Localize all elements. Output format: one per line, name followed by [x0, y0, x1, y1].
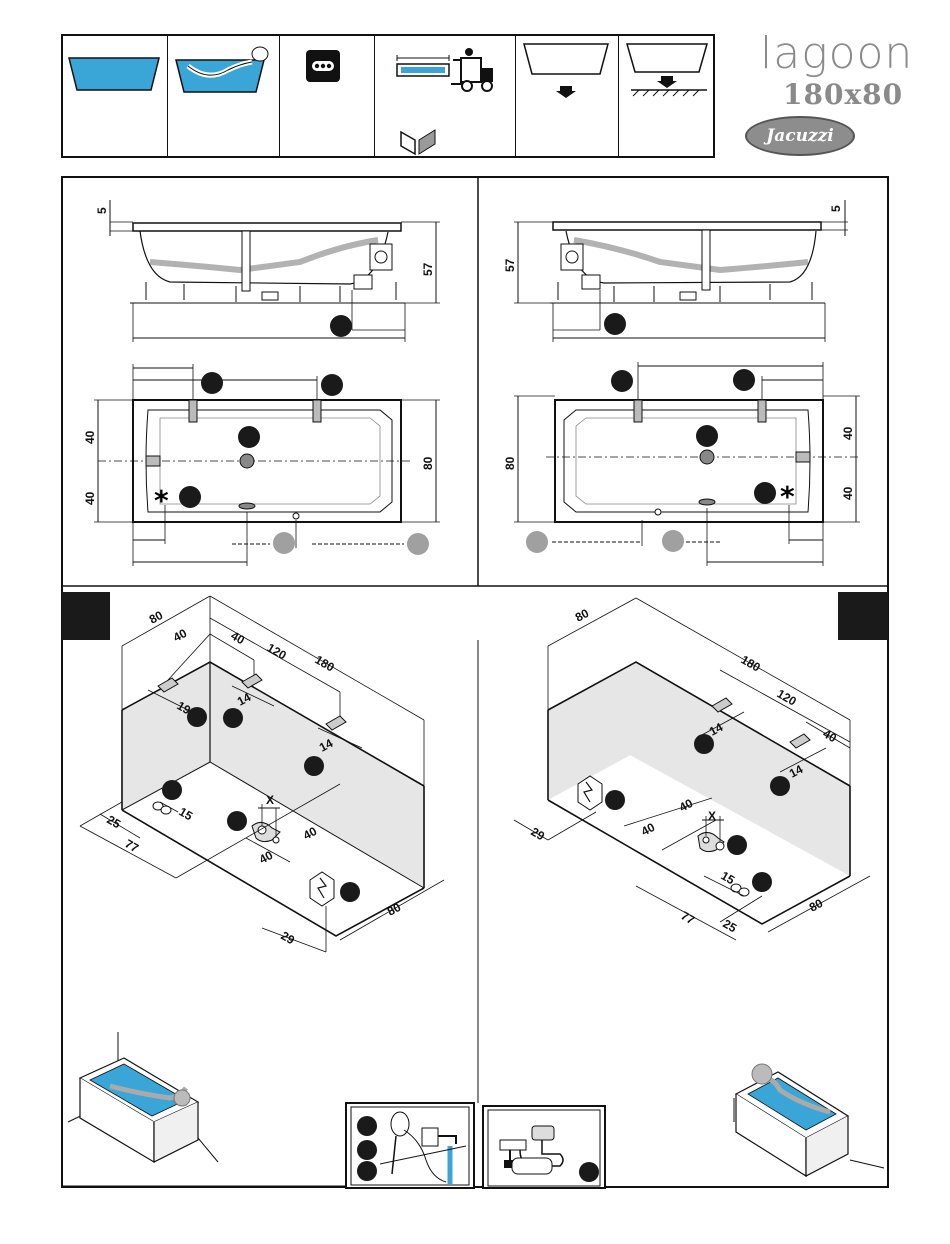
top-view-right: * 80 40 40: [503, 362, 860, 566]
iso-left-labels-dim-9: 25: [105, 812, 124, 831]
iso-right-labels-dim-3: 40: [821, 726, 840, 745]
dim-5-left: 5: [95, 207, 109, 214]
dim-57-right: 57: [503, 258, 517, 272]
iso-right-labels-dim-7: X: [708, 809, 716, 823]
dim-40b-left: 40: [83, 491, 97, 505]
iso-view-right: [514, 598, 870, 940]
iso-right-labels-dim-0: 80: [573, 606, 592, 625]
iso-left-labels-dim-11: X: [266, 793, 274, 807]
section-tab-left: [62, 592, 110, 640]
accessory-box-drain: [483, 1106, 605, 1188]
asterisk-marker-right: *: [780, 480, 795, 513]
iso-view-left: [80, 596, 444, 952]
iso-left-labels-dim-12: 40: [301, 824, 320, 843]
iso-left-labels-dim-8: 15: [177, 804, 196, 823]
side-view-right: 5 57: [503, 200, 848, 342]
iso-right-labels-dim-6: 40: [677, 796, 696, 815]
iso-left-labels-dim-13: 40: [257, 848, 276, 867]
bath-illustration-right: [734, 1064, 884, 1176]
dim-80-right: 80: [503, 456, 517, 470]
top-view-left: * 40 40 80: [83, 364, 440, 566]
iso-left-labels-dim-14: 29: [279, 928, 298, 947]
iso-left-labels-dim-2: 40: [229, 628, 248, 647]
iso-right-labels-dim-1: 180: [739, 652, 764, 674]
iso-left-labels-dim-4: 180: [313, 652, 338, 674]
asterisk-marker-left: *: [154, 484, 169, 517]
dim-40a-left: 40: [83, 430, 97, 444]
dim-40b-right: 40: [841, 486, 855, 500]
iso-right-labels-dim-12: 25: [721, 916, 740, 935]
side-view-left: 5 57: [95, 200, 440, 342]
iso-right-labels-dim-9: 29: [529, 824, 548, 843]
iso-right-labels-dim-2: 120: [775, 686, 800, 708]
iso-right-labels-dim-11: 77: [679, 908, 698, 927]
accessory-box-faucet: [346, 1103, 474, 1188]
iso-right-labels-dim-8: 40: [639, 820, 658, 839]
iso-left-labels-dim-0: 80: [147, 608, 166, 627]
section-tab-right: [838, 592, 888, 640]
dim-80-left: 80: [421, 456, 435, 470]
dim-5-right: 5: [829, 205, 843, 212]
iso-left-labels-dim-1: 40: [171, 626, 190, 645]
iso-left-labels-dim-10: 77: [123, 836, 142, 855]
iso-left-labels-dim-15: 80: [385, 900, 404, 919]
iso-left-labels-dim-3: 120: [265, 640, 290, 662]
dim-40a-right: 40: [841, 426, 855, 440]
bath-illustration-left: [68, 1032, 218, 1162]
dim-57-left: 57: [421, 262, 435, 276]
